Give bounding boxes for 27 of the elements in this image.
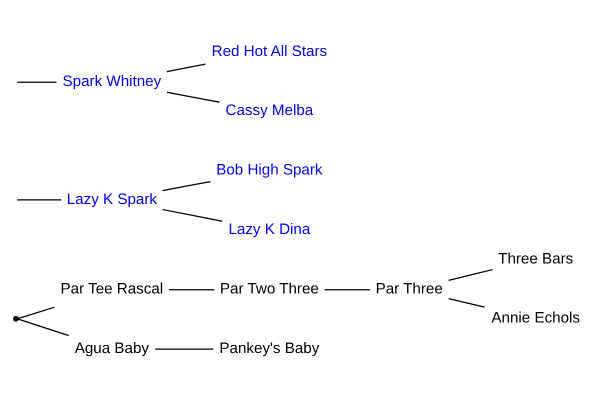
- node-text: Three Bars: [498, 250, 574, 267]
- node-text: Par Tee Rascal: [60, 280, 164, 298]
- node-text: Spark Whitney: [62, 72, 162, 90]
- connector: [166, 91, 220, 102]
- node-text: Pankey's Baby: [219, 340, 320, 357]
- connector: [17, 198, 62, 200]
- node-text: Par Three: [376, 280, 443, 298]
- connector: [169, 288, 214, 290]
- connector: [324, 288, 370, 290]
- connector: [155, 348, 214, 350]
- connector: [448, 298, 485, 308]
- connector: [18, 306, 55, 319]
- node-text: Lazy K Spark: [66, 190, 157, 208]
- connector: [17, 81, 56, 82]
- connector: [162, 180, 211, 191]
- connector: [18, 318, 69, 336]
- node-text: Red Hot All Stars: [212, 42, 328, 60]
- node-text: Bob High Spark: [216, 161, 323, 178]
- node-text: Lazy K Dina: [228, 220, 310, 238]
- connector: [166, 63, 206, 72]
- node-text: Annie Echols: [491, 309, 580, 326]
- connector: [448, 268, 493, 280]
- node-text: Par Two Three: [220, 280, 319, 298]
- connector: [162, 208, 222, 222]
- node-text: Cassy Melba: [226, 102, 314, 119]
- node-text: Agua Baby: [74, 340, 149, 357]
- node-point: [13, 315, 19, 322]
